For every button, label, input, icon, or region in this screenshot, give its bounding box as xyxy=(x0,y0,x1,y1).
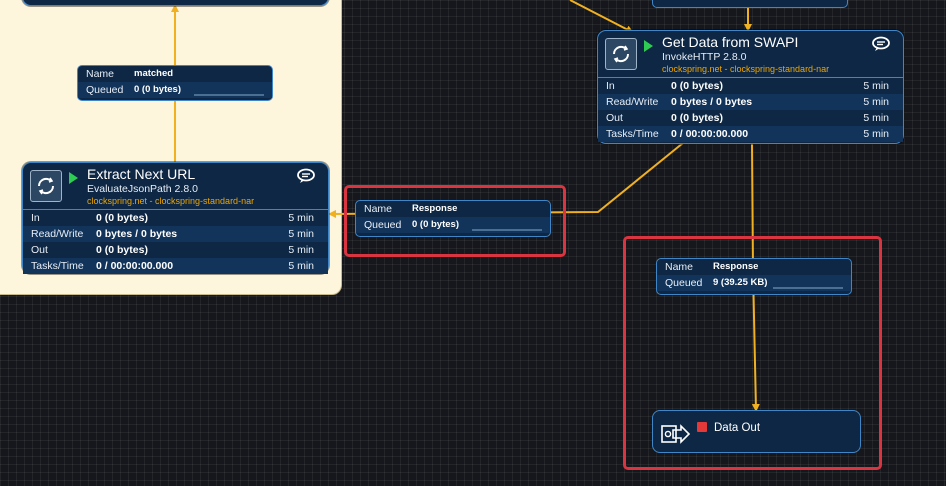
connection-label-response-left[interactable]: Name Response Queued 0 (0 bytes) xyxy=(355,200,551,237)
stat-row-tasks-time: Tasks/Time 0 / 00:00:00.000 5 min xyxy=(598,126,903,142)
stat-label: Read/Write xyxy=(606,96,659,108)
output-port-name: Data Out xyxy=(714,422,761,434)
processor-extract-next-url[interactable]: Extract Next URL EvaluateJsonPath 2.8.0 … xyxy=(22,162,329,274)
stat-value: 0 bytes / 0 bytes xyxy=(96,228,178,240)
stop-icon xyxy=(697,422,707,432)
stat-label: Tasks/Time xyxy=(31,260,84,272)
processor-type: InvokeHTTP 2.8.0 xyxy=(662,51,747,63)
output-port-icon xyxy=(661,423,691,450)
highlight-box-response-left xyxy=(344,185,566,257)
connection-line-incoming-left[interactable] xyxy=(569,0,634,33)
stat-value: 0 (0 bytes) xyxy=(671,80,723,92)
processor-icon xyxy=(605,38,637,70)
comment-icon[interactable] xyxy=(296,168,316,189)
connection-queued-label: Queued xyxy=(364,219,402,231)
connection-name-label: Name xyxy=(665,261,694,273)
stat-label: Tasks/Time xyxy=(606,128,659,140)
stat-value: 0 (0 bytes) xyxy=(96,212,148,224)
stat-row-tasks-time: Tasks/Time 0 / 00:00:00.000 5 min xyxy=(23,258,328,274)
stat-label: In xyxy=(606,80,615,92)
stat-window: 5 min xyxy=(863,96,889,108)
stat-label: In xyxy=(31,212,40,224)
stat-row-out: Out 0 (0 bytes) 5 min xyxy=(598,110,903,126)
stat-value: 0 (0 bytes) xyxy=(96,244,148,256)
queue-progress-bar xyxy=(472,229,542,231)
connection-queued: 9 (39.25 KB) xyxy=(713,277,768,288)
processor-bundle: clockspring.net - clockspring-standard-n… xyxy=(662,64,830,74)
stat-window: 5 min xyxy=(863,112,889,124)
processor-name: Extract Next URL xyxy=(87,166,196,182)
stat-row-in: In 0 (0 bytes) 5 min xyxy=(598,78,903,94)
queue-progress-bar xyxy=(773,287,843,289)
upstream-component-left[interactable] xyxy=(22,0,329,6)
stat-value: 0 / 00:00:00.000 xyxy=(671,128,749,140)
highlight-box-response-down-output xyxy=(623,236,882,470)
processor-name: Get Data from SWAPI xyxy=(662,34,799,50)
stat-window: 5 min xyxy=(863,80,889,92)
connection-queued-label: Queued xyxy=(86,84,124,96)
stat-window: 5 min xyxy=(288,260,314,272)
processor-type: EvaluateJsonPath 2.8.0 xyxy=(87,183,198,195)
run-icon xyxy=(69,172,78,184)
stat-value: 0 (0 bytes) xyxy=(671,112,723,124)
stat-window: 5 min xyxy=(863,128,889,140)
stat-value: 0 bytes / 0 bytes xyxy=(671,96,753,108)
processor-stats: In 0 (0 bytes) 5 min Read/Write 0 bytes / 0… xyxy=(598,77,903,142)
stat-label: Out xyxy=(31,244,48,256)
connection-queued: 0 (0 bytes) xyxy=(134,84,181,95)
processor-stats: In 0 (0 bytes) 5 min Read/Write 0 bytes / 0… xyxy=(23,209,328,274)
comment-icon[interactable] xyxy=(871,36,891,57)
stat-row-in: In 0 (0 bytes) 5 min xyxy=(23,210,328,226)
queue-progress-bar xyxy=(194,94,264,96)
processor-get-data-from-swapi[interactable]: Get Data from SWAPI InvokeHTTP 2.8.0 clo… xyxy=(597,30,904,144)
stat-row-read-write: Read/Write 0 bytes / 0 bytes 5 min xyxy=(23,226,328,242)
stat-value: 0 / 00:00:00.000 xyxy=(96,260,174,272)
connection-name: matched xyxy=(134,68,174,79)
connection-queued: 0 (0 bytes) xyxy=(412,219,459,230)
connection-name-label: Name xyxy=(86,68,115,80)
stat-row-out: Out 0 (0 bytes) 5 min xyxy=(23,242,328,258)
connection-name: Response xyxy=(412,203,458,214)
stat-window: 5 min xyxy=(288,244,314,256)
stat-label: Out xyxy=(606,112,623,124)
connection-queued-label: Queued xyxy=(665,277,703,289)
stat-row-read-write: Read/Write 0 bytes / 0 bytes 5 min xyxy=(598,94,903,110)
output-port-data-out[interactable]: Data Out xyxy=(652,410,861,453)
connection-name: Response xyxy=(713,261,759,272)
connection-label-matched[interactable]: Name matched Queued 0 (0 bytes) xyxy=(77,65,273,101)
upstream-connection-label[interactable] xyxy=(652,0,848,8)
connection-name-label: Name xyxy=(364,203,393,215)
processor-bundle: clockspring.net - clockspring-standard-n… xyxy=(87,196,255,206)
stat-label: Read/Write xyxy=(31,228,84,240)
stat-window: 5 min xyxy=(288,212,314,224)
connection-label-response-down[interactable]: Name Response Queued 9 (39.25 KB) xyxy=(656,258,852,295)
run-icon xyxy=(644,40,653,52)
stat-window: 5 min xyxy=(288,228,314,240)
processor-icon xyxy=(30,170,62,202)
